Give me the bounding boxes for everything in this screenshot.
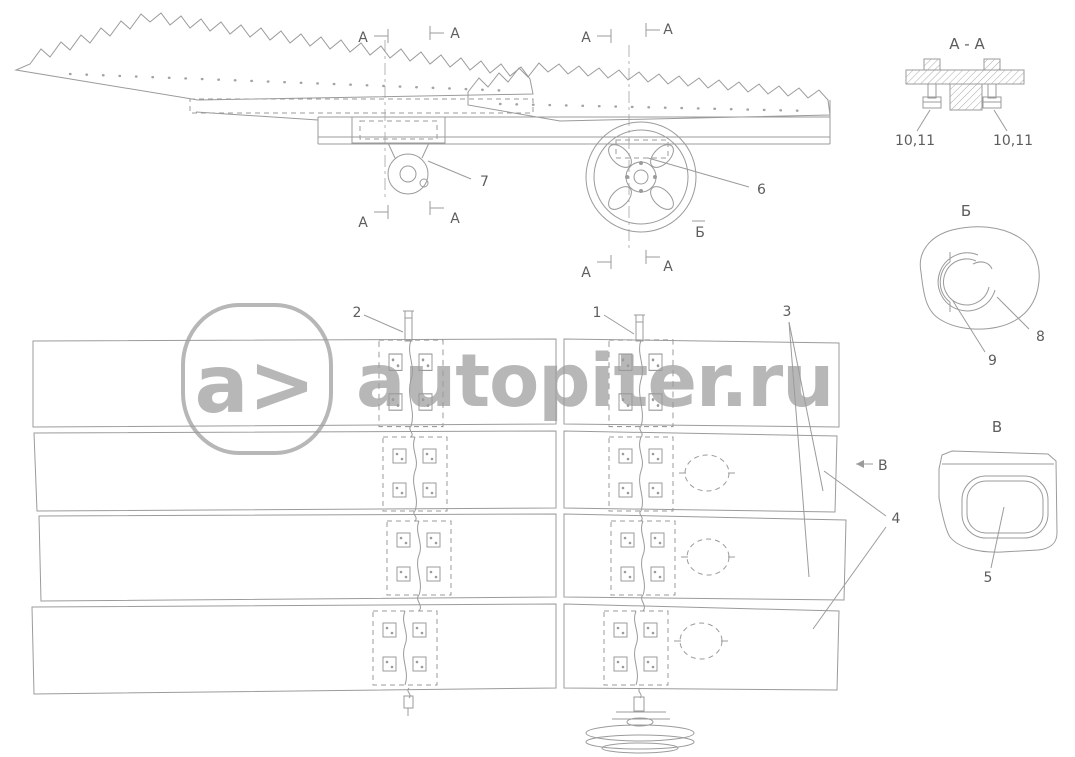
part-label-4: 4 xyxy=(892,511,901,527)
section-marker-a: А xyxy=(663,22,673,38)
section-marker-a: А xyxy=(450,26,460,42)
section-marker-a: А xyxy=(663,259,673,275)
spring-ring-inner xyxy=(943,258,990,306)
clip-housing-outline xyxy=(919,226,1040,330)
knife-strip xyxy=(33,430,557,512)
part-label-2: 2 xyxy=(353,305,362,321)
knife-head-assembly xyxy=(386,520,452,596)
guard-shoe-outline xyxy=(938,450,1058,553)
spring-ring-outer xyxy=(937,252,996,312)
leader-6 xyxy=(647,157,750,188)
drive-pulley xyxy=(585,121,697,233)
watermark-logo: a> xyxy=(194,338,315,431)
knife-strip xyxy=(31,603,557,695)
section-plate xyxy=(905,69,1025,85)
knife-head-assembly xyxy=(608,436,674,512)
knife-pin-right xyxy=(635,314,644,342)
support-roller xyxy=(387,153,429,195)
knife-head-assembly xyxy=(603,610,669,686)
part-label-6: 6 xyxy=(757,182,766,198)
serrated-blade-right xyxy=(467,62,831,122)
view-arrow-v: В xyxy=(878,458,888,474)
section-marker-a: А xyxy=(581,30,591,46)
knife-head-assembly xyxy=(382,436,448,512)
knife-head-assembly xyxy=(610,520,676,596)
section-marker-a: А xyxy=(358,215,368,231)
watermark-domain-text: autopiter.ru xyxy=(356,339,833,424)
section-marker-a: А xyxy=(358,30,368,46)
part-label-10-11-left: 10,11 xyxy=(895,133,935,149)
part-label-5: 5 xyxy=(984,570,993,586)
leader-8 xyxy=(996,296,1030,330)
part-label-1: 1 xyxy=(593,305,602,321)
leader-9 xyxy=(952,300,986,353)
rivet-dots-right xyxy=(498,102,814,113)
detail-b-title: Б xyxy=(961,202,971,220)
cutter-bar-side-view: 7 6 А А А А А А А А Б xyxy=(14,12,831,281)
bottom-pulley xyxy=(585,724,695,742)
part-label-8: 8 xyxy=(1036,329,1045,345)
leader-3a xyxy=(788,321,824,492)
knife-strip xyxy=(563,513,847,601)
leader-4b xyxy=(812,526,887,630)
detail-v-view: В 5 xyxy=(938,418,1058,586)
knife-strip xyxy=(563,338,840,428)
rivet-dots-left xyxy=(68,72,517,93)
section-marker-a: А xyxy=(581,265,591,281)
section-aa-title: А - А xyxy=(949,35,985,53)
leader-1 xyxy=(603,314,635,335)
section-aa-view: А - А 10,11 10,11 xyxy=(895,35,1033,149)
part-label-7: 7 xyxy=(480,174,489,190)
detail-marker-b: Б xyxy=(695,225,705,241)
detail-v-title: В xyxy=(992,418,1002,436)
pulley-mount xyxy=(615,139,669,159)
hold-down-hole xyxy=(684,454,730,492)
leader-5 xyxy=(990,506,1005,569)
spring-clip xyxy=(939,252,951,312)
part-label-9: 9 xyxy=(988,353,997,369)
roller-bracket xyxy=(351,116,446,144)
detail-b-view: Б 8 9 xyxy=(919,202,1045,369)
hold-down-hole xyxy=(686,538,730,576)
knife-head-assembly xyxy=(372,610,438,686)
bottom-pin-left xyxy=(403,695,414,709)
knife-back-strip xyxy=(189,98,534,114)
leader-7 xyxy=(427,160,472,180)
hold-down-hole xyxy=(679,622,723,660)
knife-strip xyxy=(563,603,840,691)
leader-3b xyxy=(788,321,810,578)
bottom-shaft xyxy=(633,696,645,712)
section-marker-a: А xyxy=(450,211,460,227)
watermark-logo-box xyxy=(181,303,333,455)
leader-2 xyxy=(363,314,404,333)
leader-4a xyxy=(823,470,887,517)
part-label-3: 3 xyxy=(783,304,792,320)
watermark: a> autopiter.ru xyxy=(181,303,834,455)
knife-pin-left xyxy=(404,310,413,342)
part-label-10-11-right: 10,11 xyxy=(993,133,1033,149)
knife-strip xyxy=(563,430,838,513)
knife-strip xyxy=(38,513,557,602)
serrated-blade-left xyxy=(14,12,534,101)
plan-view: 2 1 3 4 В xyxy=(31,304,901,754)
